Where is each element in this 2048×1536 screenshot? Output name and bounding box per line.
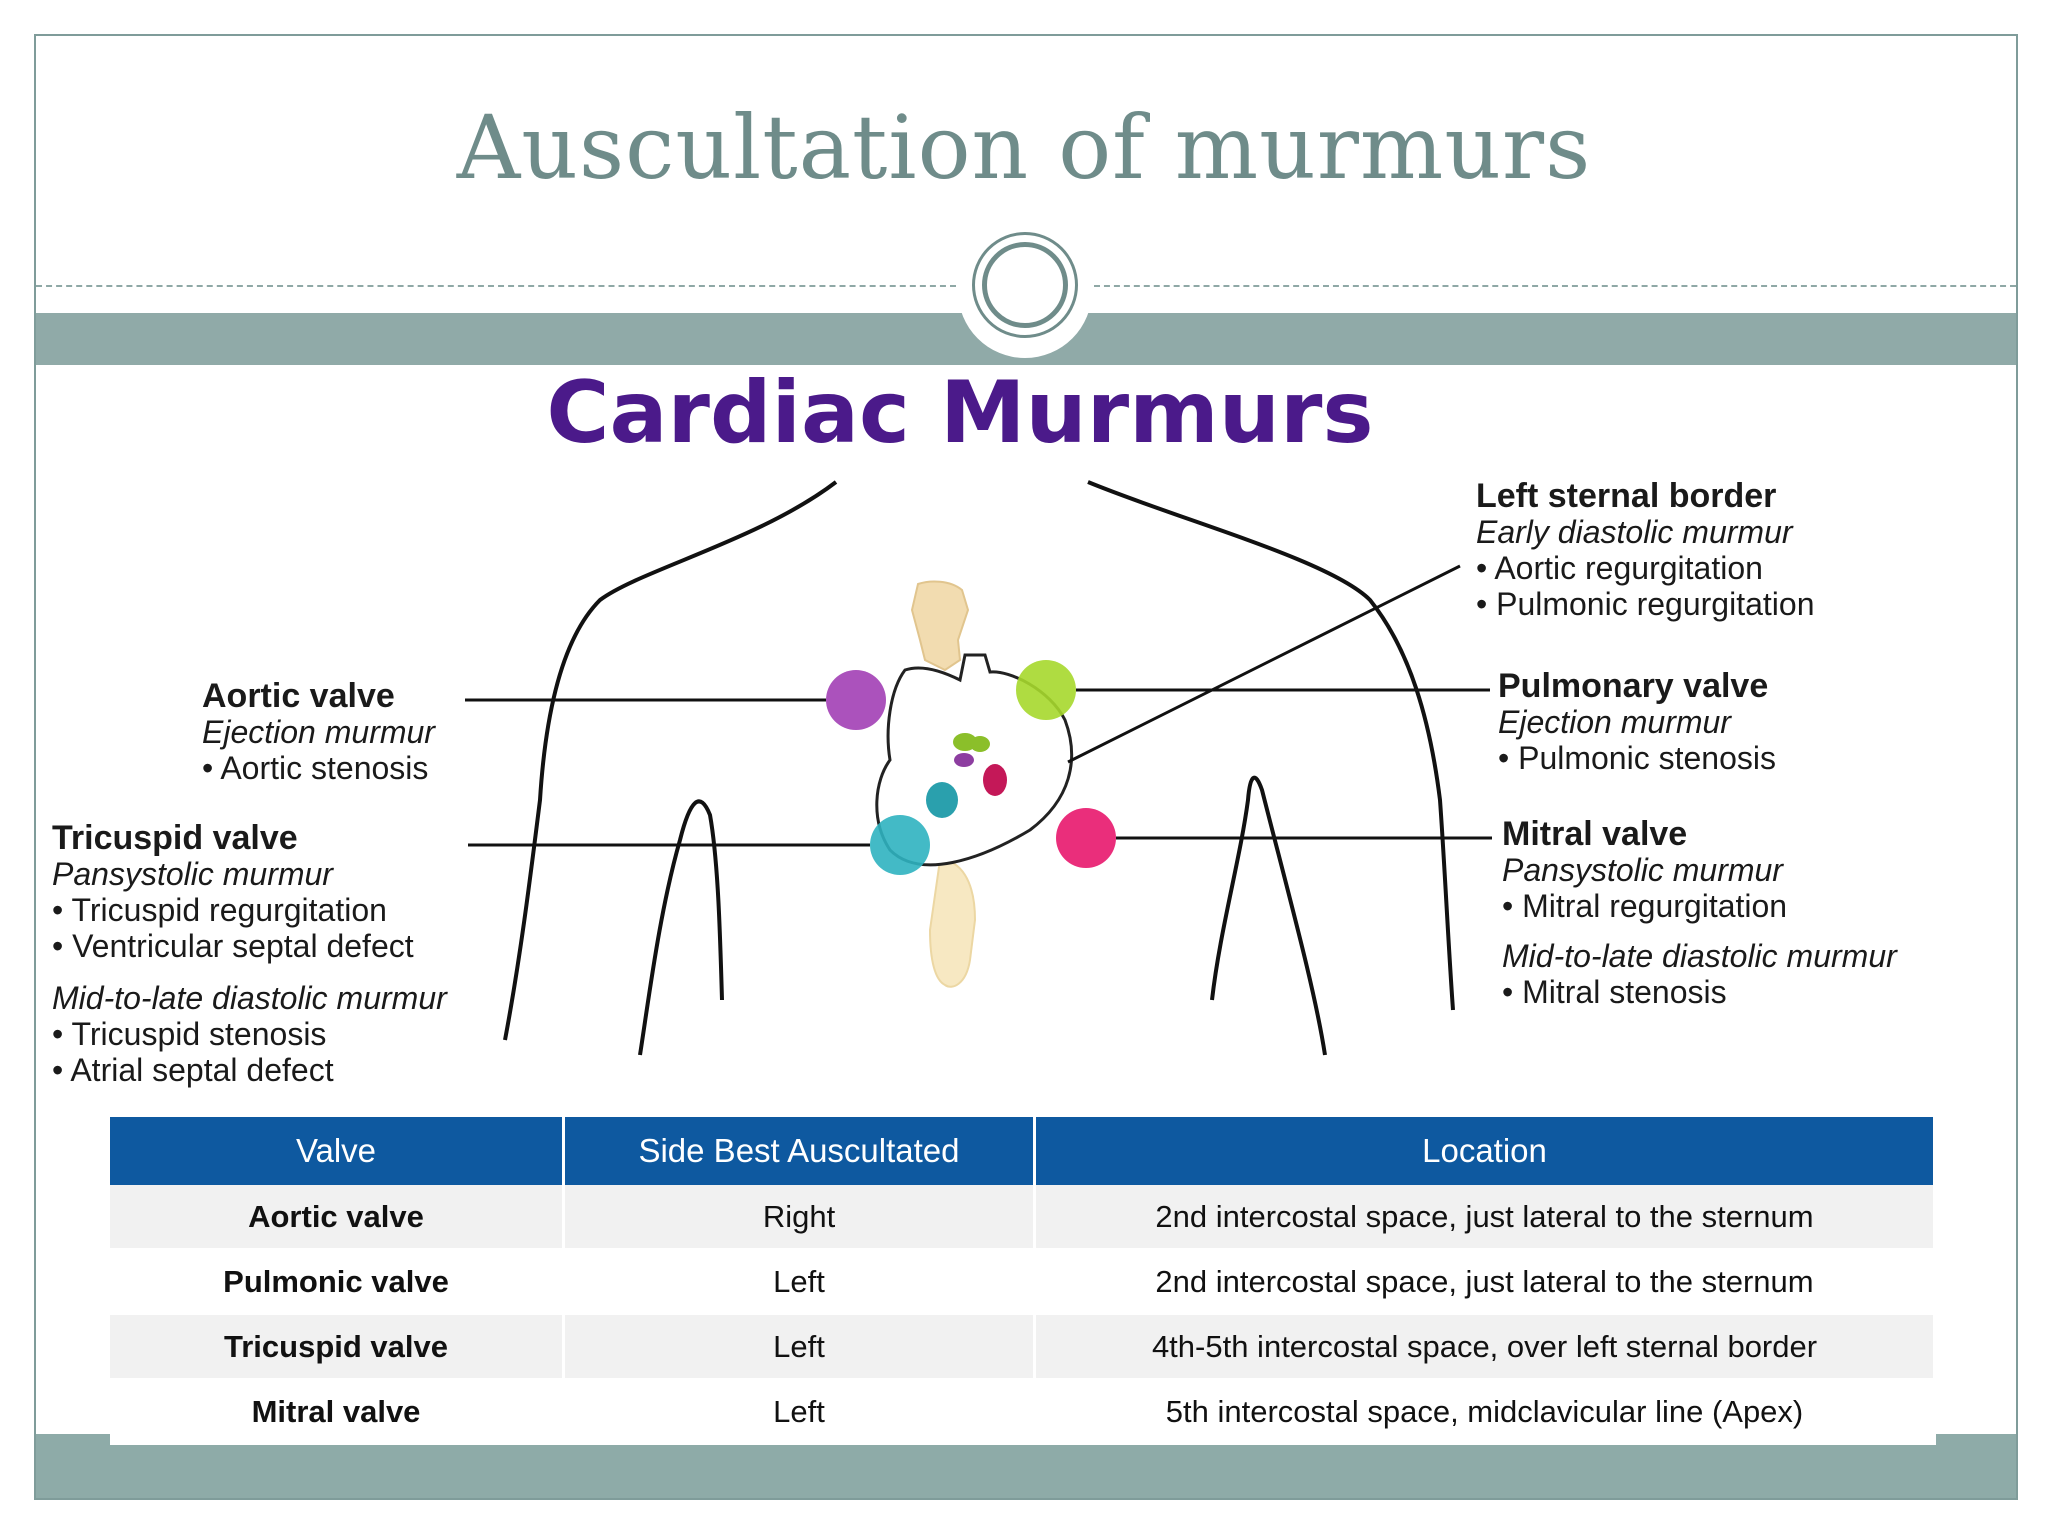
table-cell-side: Left: [563, 1379, 1036, 1445]
tricuspid-murmur-type: Pansystolic murmur: [52, 856, 333, 892]
tricuspid-condition-item: • Tricuspid regurgitation: [52, 892, 387, 928]
left-arm-outline: [638, 799, 724, 1056]
table-cell-location: 4th-5th intercostal space, over left ste…: [1034, 1314, 1936, 1380]
table-cell-valve: Tricuspid valve: [110, 1314, 565, 1380]
mitral-condition-item: • Mitral stenosis: [1502, 974, 1727, 1010]
tricuspid-valve-name: Tricuspid valve: [52, 819, 298, 857]
table-header-row: Valve Side Best Auscultated Location: [110, 1117, 1936, 1185]
torso-outline-left: [503, 480, 838, 1041]
pulmonary-area-dot: [1016, 660, 1076, 720]
table-row: Aortic valve Right 2nd intercostal space…: [110, 1185, 1936, 1250]
table-cell-location: 2nd intercostal space, just lateral to t…: [1034, 1185, 1936, 1250]
heart-valve-icon-pulmonary-2: [970, 736, 990, 752]
mitral-murmur-type-2: Mid-to-late diastolic murmur: [1502, 938, 1897, 974]
tricuspid-condition-item: • Tricuspid stenosis: [52, 1016, 327, 1052]
spine: [910, 580, 970, 672]
tricuspid-area-dot: [870, 815, 930, 875]
right-arm-outline: [1210, 775, 1327, 1056]
mitral-condition-item: • Mitral regurgitation: [1502, 888, 1788, 924]
aortic-murmur-type: Ejection murmur: [202, 714, 435, 750]
tricuspid-condition-item: • Atrial septal defect: [52, 1052, 334, 1088]
tricuspid-condition-item: • Ventricular septal defect: [52, 928, 414, 964]
lsb-name: Left sternal border: [1476, 477, 1777, 515]
slide-frame: [34, 34, 2018, 1500]
lsb-murmur-type: Early diastolic murmur: [1476, 514, 1793, 550]
table-row: Mitral valve Left 5th intercostal space,…: [110, 1379, 1936, 1445]
table-cell-location: 5th intercostal space, midclavicular lin…: [1034, 1379, 1936, 1445]
mitral-label: Mitral valve Pansystolic murmur • Mitral…: [1502, 816, 1897, 1010]
mitral-murmur-type: Pansystolic murmur: [1502, 852, 1783, 888]
table-cell-valve: Aortic valve: [110, 1185, 565, 1250]
title-divider-left: [36, 285, 956, 287]
lsb-condition-item: • Pulmonic regurgitation: [1476, 586, 1815, 622]
table-cell-valve: Pulmonic valve: [110, 1249, 565, 1315]
lsb-leader-line: [1067, 564, 1461, 764]
table-cell-side: Left: [563, 1314, 1036, 1380]
title-divider-right: [1094, 285, 2016, 287]
table-row: Pulmonic valve Left 2nd intercostal spac…: [110, 1249, 1936, 1315]
table-row: Tricuspid valve Left 4th-5th intercostal…: [110, 1314, 1936, 1380]
table-cell-side: Right: [563, 1185, 1036, 1250]
heart-valve-icon-aortic: [954, 753, 974, 767]
heart-valve-icon-tricuspid: [926, 782, 958, 818]
diagram-title: Cardiac Murmurs: [546, 363, 1374, 463]
table-cell-location: 2nd intercostal space, just lateral to t…: [1034, 1249, 1936, 1315]
mitral-area-dot: [1056, 808, 1116, 868]
column-header-location: Location: [1034, 1117, 1936, 1185]
tricuspid-label: Tricuspid valve Pansystolic murmur • Tri…: [52, 820, 447, 1088]
heart-valve-icon-mitral: [983, 764, 1007, 796]
column-header-valve: Valve: [110, 1117, 565, 1185]
torso-outline-right: [1087, 480, 1455, 1011]
slide-title: Auscultation of murmurs: [456, 96, 1592, 199]
aortic-condition-item: • Aortic stenosis: [202, 750, 429, 786]
lsb-condition-item: • Aortic regurgitation: [1476, 550, 1763, 586]
bottom-band: [36, 1434, 2016, 1498]
table-cell-side: Left: [563, 1249, 1036, 1315]
mitral-valve-name: Mitral valve: [1502, 815, 1688, 853]
table-cell-valve: Mitral valve: [110, 1379, 565, 1445]
aortic-area-dot: [826, 670, 886, 730]
medallion-inner-ring: [982, 242, 1068, 328]
lsb-label: Left sternal border Early diastolic murm…: [1476, 478, 1814, 622]
aortic-label: Aortic valve Ejection murmur • Aortic st…: [202, 678, 435, 786]
column-header-side: Side Best Auscultated: [563, 1117, 1036, 1185]
sternum: [928, 858, 977, 988]
pulmonary-valve-name: Pulmonary valve: [1498, 667, 1769, 705]
tricuspid-murmur-type-2: Mid-to-late diastolic murmur: [52, 980, 447, 1016]
aortic-valve-name: Aortic valve: [202, 677, 395, 715]
pulmonary-label: Pulmonary valve Ejection murmur • Pulmon…: [1498, 668, 1776, 776]
medallion-outer-ring: [972, 232, 1078, 338]
valve-auscultation-table: Valve Side Best Auscultated Location Aor…: [110, 1117, 1936, 1445]
pulmonary-murmur-type: Ejection murmur: [1498, 704, 1731, 740]
pulmonary-condition-item: • Pulmonic stenosis: [1498, 740, 1776, 776]
